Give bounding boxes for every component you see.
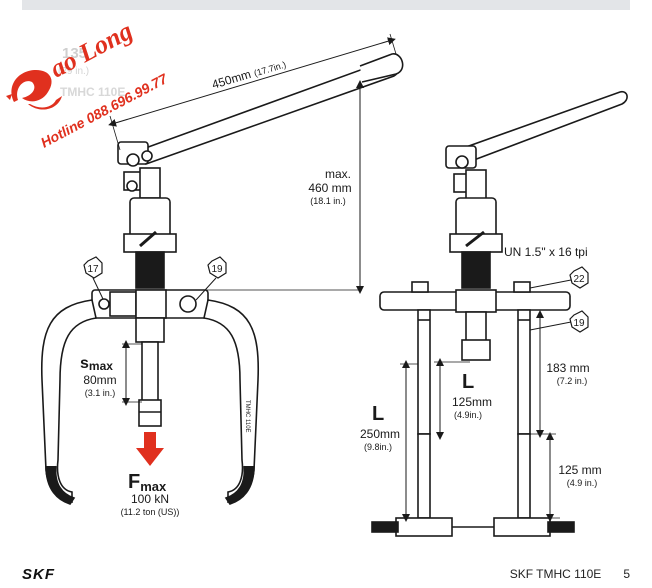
handle-length-sub: (17.7in.) (253, 59, 288, 78)
watermark-faded-1: 135 (62, 45, 87, 62)
stroke-sub: (3.1 in.) (85, 388, 116, 398)
lower-rod-dimension: 125 mm (4.9 in.) (540, 432, 602, 522)
thread-label: UN 1.5" x 16 tpi (494, 245, 588, 259)
force-arrow-icon (136, 432, 164, 466)
l-long-value: 250mm (360, 427, 400, 441)
stroke-subscript: max (89, 359, 113, 373)
l-short-dimension: L 125mm (4.9in.) (434, 358, 492, 440)
svg-text:450mm (17.7in.): 450mm (17.7in.) (210, 57, 287, 92)
callout-17-label: 17 (87, 264, 99, 275)
lower-rod-value: 125 mm (558, 463, 601, 477)
page-footer: SKF TMHC 110E 5 (488, 567, 630, 581)
upper-rod-dimension: 183 mm (7.2 in.) (530, 310, 590, 438)
force-arrow: Fmax 100 kN (11.2 ton (US)) (121, 432, 180, 517)
left-view (40, 53, 404, 505)
force-symbol: F (128, 471, 140, 493)
l-long-dimension: L 250mm (9.8in.) (360, 360, 418, 522)
max-height-line2: 460 mm (308, 181, 351, 195)
l-short-value: 125mm (452, 395, 492, 409)
callout-19-left-label: 19 (211, 264, 223, 275)
arm-engraving: TMHC 110E (244, 400, 250, 433)
l-long-sub: (9.8in.) (364, 442, 392, 452)
lower-rod-sub: (4.9 in.) (567, 478, 598, 488)
stroke-value: 80mm (83, 373, 116, 387)
watermark-brand: ao Long (45, 16, 137, 83)
callout-19-right: 19 (529, 310, 589, 333)
callout-22: 22 (529, 266, 589, 289)
watermark-faded-2: (29 in.) (58, 66, 89, 77)
stroke-symbol: s (80, 355, 89, 372)
l-short-symbol: L (462, 371, 474, 393)
stroke-dimension: smax 80mm (3.1 in.) (80, 340, 142, 406)
l-long-symbol: L (372, 403, 384, 425)
svg-text:smax: smax (80, 355, 113, 373)
max-height-sub: (18.1 in.) (310, 196, 346, 206)
svg-text:Fmax: Fmax (128, 471, 167, 494)
skf-logo: SKF (22, 566, 55, 583)
upper-rod-value: 183 mm (546, 361, 589, 375)
footer-page-number: 5 (623, 567, 630, 581)
max-height-line1: max. (325, 167, 351, 181)
force-subscript: max (140, 479, 167, 494)
max-height-dimension: max. 460 mm (18.1 in.) (164, 80, 364, 294)
callout-17: 17 (83, 256, 104, 300)
watermark: 135 (29 in.) TMHC 110E ao Long Hotline 0… (6, 16, 171, 151)
footer-product: SKF TMHC 110E (509, 567, 602, 581)
callout-19-right-label: 19 (573, 318, 585, 329)
top-banner (22, 0, 630, 10)
l-short-sub: (4.9in.) (454, 410, 482, 420)
callout-19-left: 19 (195, 256, 227, 301)
callout-22-label: 22 (573, 274, 585, 285)
dragon-logo (6, 70, 62, 110)
right-view (371, 90, 628, 537)
upper-rod-sub: (7.2 in.) (557, 376, 588, 386)
force-value: 100 kN (131, 492, 169, 506)
force-sub: (11.2 ton (US)) (121, 507, 180, 517)
thread-value: UN 1.5" x 16 tpi (504, 245, 588, 259)
